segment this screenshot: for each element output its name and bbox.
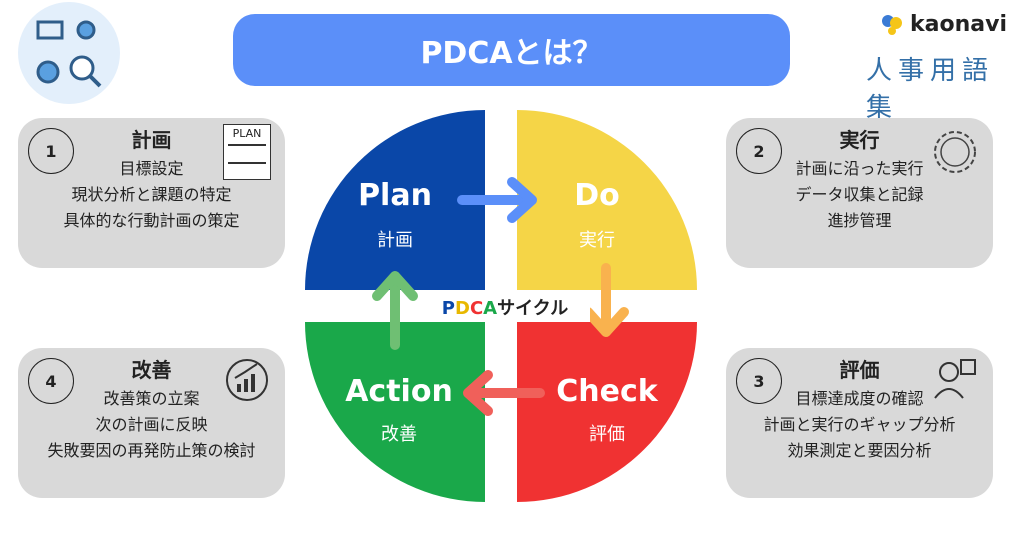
- card-line: 計画に沿った実行: [795, 159, 924, 178]
- pdca-cycle-label: PDCAサイクル: [420, 292, 590, 322]
- quadrant-jp: 計画: [377, 230, 413, 251]
- quadrant-name: Action: [345, 374, 453, 409]
- label-a: A: [483, 298, 498, 319]
- card-line: 計画と実行のギャップ分析: [763, 415, 956, 434]
- card-line: 効果測定と要因分析: [787, 441, 932, 460]
- card-check: 3 評価 目標達成度の確認 計画と実行のギャップ分析 効果測定と要因分析: [726, 348, 993, 498]
- card-line: 失敗要因の再発防止策の検討: [47, 441, 256, 460]
- growth-chart-icon: [223, 354, 271, 410]
- gear-runner-icon: [931, 124, 979, 180]
- arrow-up-icon: [372, 271, 418, 350]
- card-title: 評価: [839, 358, 880, 382]
- card-action: 4 改善 改善策の立案 次の計画に反映 失敗要因の再発防止策の検討: [18, 348, 285, 498]
- card-line: 次の計画に反映: [95, 415, 208, 434]
- card-line: 目標達成度の確認: [795, 389, 924, 408]
- card-title: 実行: [839, 128, 880, 152]
- card-line: 現状分析と課題の特定: [71, 185, 232, 204]
- page-title: PDCAとは？: [233, 14, 790, 86]
- arrow-down-icon: [583, 263, 629, 337]
- card-line: 進捗管理: [827, 211, 892, 230]
- arrow-right-icon: [457, 177, 537, 223]
- arrow-left-icon: [463, 370, 545, 416]
- plan-icon-label: PLAN: [232, 127, 262, 140]
- step-number: 1: [28, 128, 74, 174]
- card-title: 改善: [131, 358, 172, 382]
- card-line: 具体的な行動計画の策定: [63, 211, 240, 230]
- quadrant-name: Check: [556, 374, 658, 409]
- card-plan: 1 PLAN 計画 目標設定 現状分析と課題の特定 具体的な行動計画の策定: [18, 118, 285, 268]
- label-d: D: [454, 298, 470, 319]
- quadrant-jp: 改善: [381, 424, 417, 445]
- step-number: 4: [28, 358, 74, 404]
- label-p: P: [441, 298, 455, 319]
- logo-subtitle: 人事用語集: [866, 56, 995, 123]
- quadrant-jp: 評価: [589, 424, 625, 445]
- quadrant-jp: 実行: [579, 230, 615, 251]
- card-title: 計画: [131, 128, 172, 152]
- card-line: 改善策の立案: [103, 389, 200, 408]
- label-c: C: [469, 298, 484, 319]
- step-number: 2: [736, 128, 782, 174]
- kaonavi-logo: kaonavi: [880, 12, 1007, 37]
- card-do: 2 実行 計画に沿った実行 データ収集と記録 進捗管理: [726, 118, 993, 268]
- plan-document-icon: PLAN: [223, 124, 271, 180]
- brand-name: kaonavi: [910, 12, 1007, 37]
- person-evaluation-icon: [931, 354, 979, 410]
- label-cycle: サイクル: [497, 298, 569, 319]
- step-number: 3: [736, 358, 782, 404]
- quadrant-name: Do: [574, 178, 620, 213]
- kaonavi-logo-icon: [882, 14, 902, 35]
- card-line: データ収集と記録: [795, 185, 924, 204]
- card-line: 目標設定: [119, 159, 184, 178]
- pdca-illustration-icon: [18, 2, 120, 104]
- quadrant-name: Plan: [358, 178, 432, 213]
